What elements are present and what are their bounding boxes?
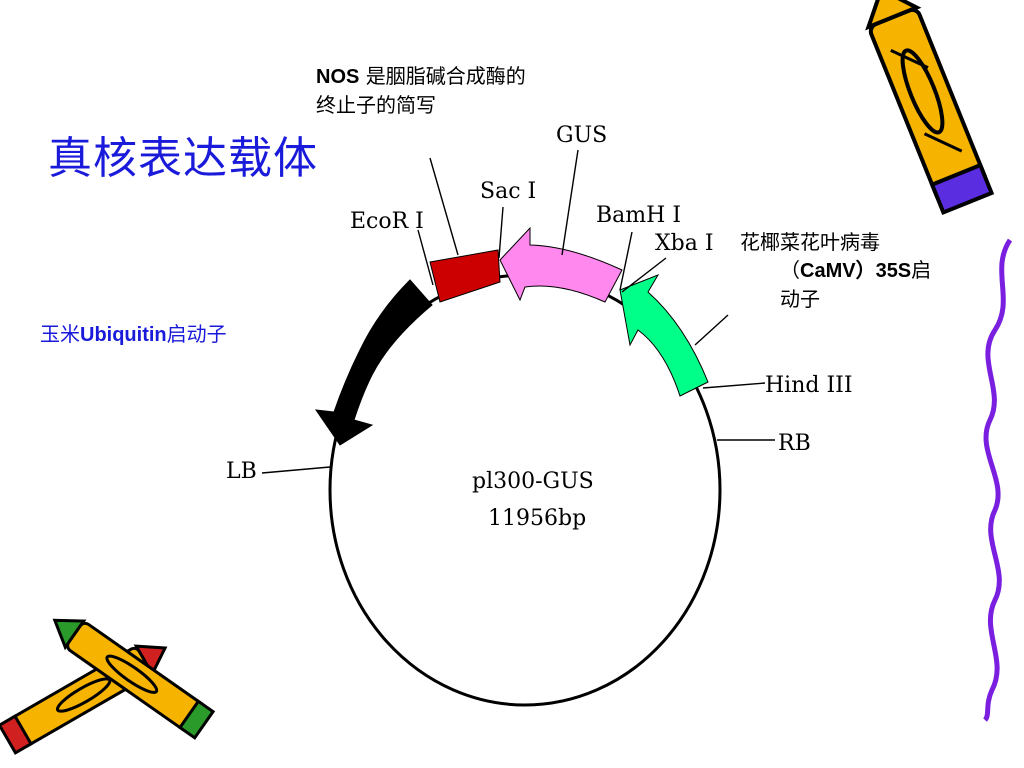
- ubi-prefix: 玉米: [40, 322, 80, 346]
- nos-abbrev: NOS: [316, 66, 360, 88]
- camv-annotation: 花椰菜花叶病毒 （CaMV）35S启 动子: [740, 228, 1002, 313]
- site-label-rb: RB: [778, 431, 811, 456]
- plasmid-name: pl300-GUS: [472, 469, 594, 494]
- leader-line-lb: [261, 466, 331, 474]
- site-label-bamhi: BamH I: [596, 203, 681, 228]
- leader-line-nos: [429, 157, 459, 256]
- leader-line-xbai: [621, 257, 667, 293]
- nos-description: 是胭脂碱合成酶的终止子的简写: [316, 64, 526, 117]
- site-label-ecori: EcoR I: [350, 209, 424, 234]
- camv35s-promoter-arrow: [619, 274, 709, 397]
- leader-line-saci: [498, 206, 504, 259]
- nos-annotation: NOS 是胭脂碱合成酶的终止子的简写: [316, 62, 534, 119]
- pencil-icon: [52, 618, 216, 740]
- camv-line-2: （CaMV）35S启: [740, 256, 1002, 285]
- plasmid-size: 11956bp: [488, 506, 586, 531]
- leader-line-ecori: [417, 229, 434, 286]
- camv-line-3: 动子: [780, 287, 820, 311]
- page-title: 真核表达载体: [48, 133, 318, 184]
- camv-open: （: [780, 258, 800, 282]
- wavy-line-decoration: [982, 238, 1013, 722]
- ubi-suffix: 启动子: [166, 322, 227, 346]
- site-label-lb: LB: [226, 459, 257, 484]
- gus-gene-arrow: [499, 226, 623, 303]
- leader-line-hindiii: [702, 382, 766, 389]
- site-label-gus: GUS: [556, 123, 607, 148]
- nos-terminator-segment: [429, 249, 501, 303]
- site-label-saci: Sac I: [480, 179, 536, 204]
- site-label-xbai: Xba I: [655, 231, 714, 256]
- leader-line-bamhi: [619, 231, 633, 291]
- ubiquitin-annotation: 玉米Ubiquitin启动子: [40, 320, 227, 349]
- leader-line-gus: [561, 149, 579, 256]
- leader-line-camv: [694, 314, 729, 346]
- camv-bold: CaMV）35S: [800, 260, 912, 282]
- pencil-icon: [865, 0, 995, 216]
- site-label-hindiii: Hind III: [765, 373, 853, 398]
- camv-suffix: 启: [911, 258, 932, 282]
- ubiquitin-promoter-arrow: [314, 279, 433, 446]
- camv-line-1: 花椰菜花叶病毒: [740, 230, 880, 254]
- ubi-bold: Ubiquitin: [80, 324, 167, 346]
